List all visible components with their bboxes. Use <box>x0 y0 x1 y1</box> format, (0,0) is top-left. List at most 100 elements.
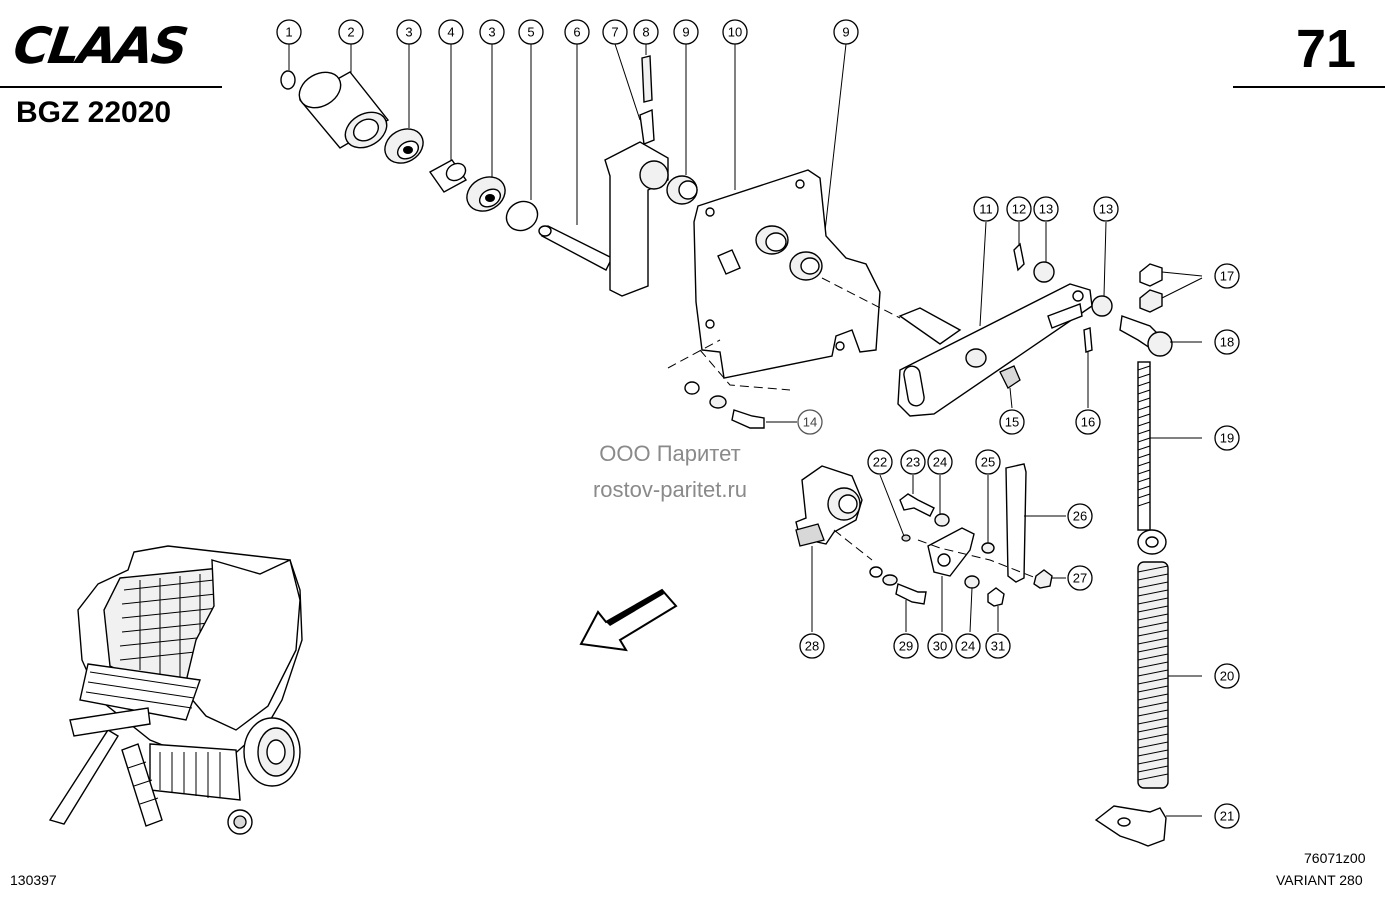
leader-24b <box>969 587 973 633</box>
bolt-29-part <box>869 566 927 632</box>
callout-24: 24 <box>927 449 953 475</box>
centerline-5 <box>917 539 1037 579</box>
centerline-2 <box>821 277 901 319</box>
bracket-part <box>1094 805 1202 847</box>
grease-nipple-part <box>999 365 1021 389</box>
svg-text:18: 18 <box>1220 335 1234 350</box>
washer-24-part <box>934 513 950 527</box>
svg-text:29: 29 <box>899 639 913 654</box>
bearing-part <box>384 128 424 164</box>
washer-part-2 <box>1091 295 1113 317</box>
callout-9b: 9 <box>833 19 859 45</box>
header-rule-left <box>0 86 222 88</box>
callout-27: 27 <box>1067 565 1093 591</box>
model-code: BGZ 22020 <box>16 96 172 129</box>
washer-25-part <box>981 542 995 554</box>
callout-8: 8 <box>633 19 659 45</box>
callout-18: 18 <box>1214 329 1240 355</box>
svg-text:26: 26 <box>1073 509 1087 524</box>
pin-part <box>639 108 655 145</box>
svg-text:9: 9 <box>842 25 849 40</box>
svg-text:10: 10 <box>728 25 742 40</box>
callout-31: 31 <box>985 633 1011 659</box>
callout-16: 16 <box>1075 409 1101 435</box>
svg-text:1: 1 <box>285 25 292 40</box>
callout-19: 19 <box>1214 425 1240 451</box>
nut-27-part <box>1033 569 1066 589</box>
svg-text:2: 2 <box>347 25 354 40</box>
leader-22 <box>879 474 905 537</box>
callout-21: 21 <box>1214 803 1240 829</box>
callout-22: 22 <box>867 449 893 475</box>
svg-text:22: 22 <box>873 455 887 470</box>
svg-text:14: 14 <box>803 415 817 430</box>
mounting-plate-part <box>693 169 881 379</box>
callout-25: 25 <box>975 449 1001 475</box>
switch-bracket-part <box>795 465 863 632</box>
leader-15 <box>1009 387 1013 409</box>
leader-11 <box>979 221 987 327</box>
svg-text:23: 23 <box>906 455 920 470</box>
callout-11: 11 <box>973 196 999 222</box>
svg-text:24: 24 <box>933 455 947 470</box>
baler-thumbnail <box>48 545 303 835</box>
callout-13: 13 <box>1033 196 1059 222</box>
callout-23: 23 <box>900 449 926 475</box>
page-number: 71 <box>1296 19 1357 79</box>
logo-wordmark: CLAAS <box>9 17 191 75</box>
svg-text:31: 31 <box>991 639 1005 654</box>
svg-text:30: 30 <box>933 639 947 654</box>
callout-5: 5 <box>518 19 544 45</box>
bolt-set-14 <box>684 381 797 429</box>
header-rule-right <box>1233 86 1385 88</box>
callout-26: 26 <box>1067 503 1093 529</box>
spring-part <box>1137 561 1202 789</box>
callout-12: 12 <box>1006 196 1032 222</box>
callout-17: 17 <box>1214 263 1240 289</box>
callout-20: 20 <box>1214 663 1240 689</box>
svg-text:11: 11 <box>979 202 993 217</box>
retaining-ring-part <box>505 200 539 232</box>
svg-text:25: 25 <box>981 455 995 470</box>
svg-text:13: 13 <box>1099 202 1113 217</box>
callout-4: 4 <box>438 19 464 45</box>
variant-label: VARIANT 280 <box>1276 872 1363 888</box>
svg-text:5: 5 <box>527 25 534 40</box>
bushing-part-2 <box>789 251 823 281</box>
direction-arrow <box>579 588 678 652</box>
svg-text:12: 12 <box>1012 202 1026 217</box>
centerline-4 <box>833 529 873 561</box>
callout-3b: 3 <box>479 19 505 45</box>
svg-text:3: 3 <box>488 25 495 40</box>
svg-text:3: 3 <box>405 25 412 40</box>
date-code: 130397 <box>10 872 57 888</box>
svg-text:28: 28 <box>805 639 819 654</box>
svg-text:8: 8 <box>642 25 649 40</box>
watermark-company: ООО Паритет <box>599 441 741 466</box>
svg-text:20: 20 <box>1220 669 1234 684</box>
svg-text:4: 4 <box>447 25 454 40</box>
claas-logo: CLAAS <box>10 17 236 75</box>
callout-6: 6 <box>564 19 590 45</box>
small-pin-part <box>1083 327 1093 353</box>
svg-text:7: 7 <box>611 25 618 40</box>
centerline-3 <box>699 349 791 391</box>
strip-26-part <box>1005 463 1066 583</box>
bolt-23-part <box>899 475 935 517</box>
svg-text:15: 15 <box>1005 415 1019 430</box>
svg-text:21: 21 <box>1220 809 1234 824</box>
callout-10: 10 <box>722 19 748 45</box>
spacer-part <box>428 159 468 193</box>
nuts-part <box>1139 263 1203 313</box>
top-leaders <box>288 43 847 259</box>
bushing-part <box>666 175 698 205</box>
callout-28: 28 <box>799 633 825 659</box>
cam-plate-part <box>927 527 975 632</box>
washer-24b-part <box>964 575 980 589</box>
callout-2: 2 <box>338 19 364 45</box>
callout-13b: 13 <box>1093 196 1119 222</box>
svg-text:27: 27 <box>1073 571 1087 586</box>
callout-9: 9 <box>673 19 699 45</box>
